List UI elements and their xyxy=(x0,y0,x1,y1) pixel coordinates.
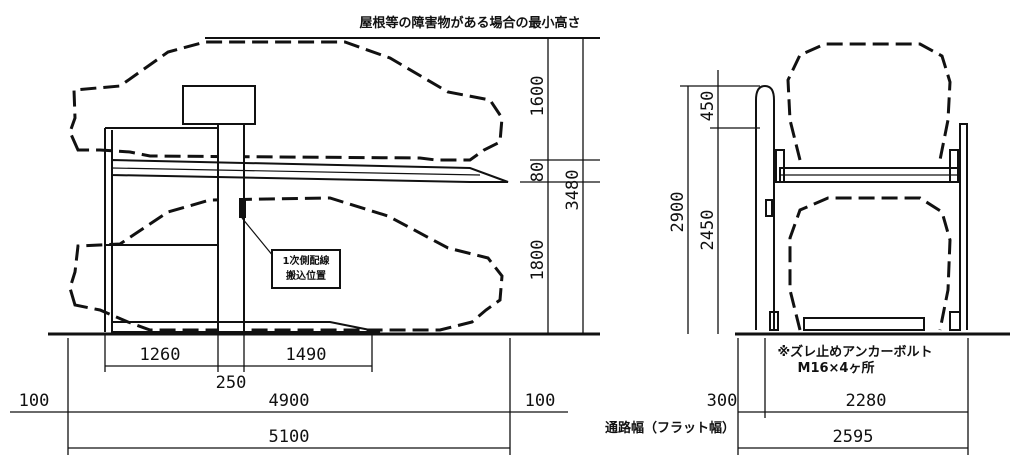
dim-post-width: 250 xyxy=(216,373,247,393)
wiring-note-line1: 1次側配線 xyxy=(283,254,330,267)
lower-car-outline xyxy=(68,196,504,332)
front-dim-inner-height: 2450 xyxy=(698,210,718,251)
top-box xyxy=(182,85,256,125)
front-upper-car-outline xyxy=(786,42,952,161)
front-dim-inner-width: 2280 xyxy=(846,391,887,411)
side-view: 1次側配線 搬込位置 屋根等の障害物がある場合の最小高さ 1600 80 180… xyxy=(10,15,600,455)
front-lock-box xyxy=(765,199,773,217)
upper-car-outline xyxy=(68,40,504,162)
front-upper-clamp-left xyxy=(775,149,785,183)
roof-note: 屋根等の障害物がある場合の最小高さ xyxy=(359,15,580,31)
upper-platform xyxy=(111,158,509,183)
front-upper-clamp-right xyxy=(949,149,959,183)
front-lower-platform xyxy=(803,317,925,331)
dim-left-span: 1260 xyxy=(140,345,181,365)
dim-left-margin: 100 xyxy=(19,391,50,411)
anchor-spec: M16×4ヶ所 xyxy=(798,360,875,376)
front-view: 450 2450 2900 300 2280 2595 ※ズレ止めアンカーボルト… xyxy=(605,42,1010,455)
dim-right-margin: 100 xyxy=(525,391,556,411)
dim-total-length: 5100 xyxy=(269,427,310,447)
dim-total-height-side: 3480 xyxy=(563,170,583,211)
front-base-right xyxy=(949,311,961,331)
front-upper-platform xyxy=(779,167,961,183)
dim-upper-height: 1600 xyxy=(528,76,548,117)
front-base-left xyxy=(769,311,779,331)
front-lower-car-outline xyxy=(788,196,952,331)
dim-platform-thickness: 80 xyxy=(528,162,548,182)
front-left-post xyxy=(755,84,775,330)
dim-right-span: 1490 xyxy=(286,345,327,365)
upper-platform-mid xyxy=(111,167,481,176)
main-post xyxy=(217,123,245,335)
lower-platform xyxy=(111,321,381,333)
dim-lower-height: 1800 xyxy=(528,240,548,281)
front-dim-total-height: 2900 xyxy=(668,192,688,233)
front-dim-left-offset: 300 xyxy=(707,391,738,411)
front-dim-top-cap: 450 xyxy=(698,91,718,122)
wiring-box xyxy=(239,198,246,218)
road-width-note: 通路幅（フラット幅） xyxy=(605,420,735,436)
anchor-note: ※ズレ止めアンカーボルト xyxy=(777,344,932,360)
front-right-post xyxy=(959,123,968,330)
wiring-note-box xyxy=(271,249,341,289)
dim-overall-length: 4900 xyxy=(269,391,310,411)
front-dim-total-width: 2595 xyxy=(833,427,874,447)
wiring-note-line2: 搬込位置 xyxy=(286,269,326,282)
